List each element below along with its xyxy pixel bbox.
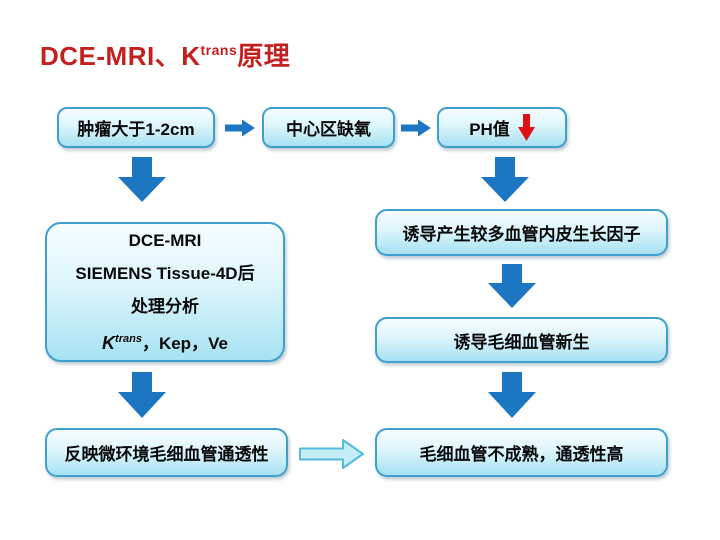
- box-ph-value-label: PH值: [469, 120, 510, 139]
- box-dce-mri-line1: DCE-MRI: [128, 231, 202, 250]
- box-immature-capillary-label: 毛细血管不成熟，通透性高: [419, 445, 624, 464]
- box-dce-mri-analysis: DCE-MRI SIEMENS Tissue-4D后 处理分析 Ktrans，K…: [45, 222, 285, 362]
- box-microenvironment-permeability: 反映微环境毛细血管通透性: [45, 428, 288, 477]
- arrow-down-icon: [486, 264, 538, 308]
- box-capillary-neogenesis: 诱导毛细血管新生: [375, 317, 668, 363]
- arrow-right-icon: [401, 118, 431, 138]
- box-microenvironment-permeability-label: 反映微环境毛细血管通透性: [64, 445, 269, 464]
- kep-ve-text: ，Kep，Ve: [141, 334, 228, 353]
- box-tumor-size: 肿瘤大于1-2cm: [57, 107, 215, 148]
- ktrans-k: K: [102, 333, 116, 353]
- box-dce-mri-line2: SIEMENS Tissue-4D后: [75, 264, 255, 283]
- box-ph-value: PH值: [437, 107, 567, 148]
- page-title: DCE-MRI、Ktrans原理: [40, 36, 290, 73]
- title-suffix: 原理: [237, 41, 291, 71]
- arrow-down-icon: [116, 157, 168, 202]
- box-dce-mri-line3: 处理分析: [131, 297, 199, 316]
- box-central-hypoxia: 中心区缺氧: [262, 107, 395, 148]
- arrow-right-icon: [225, 118, 255, 138]
- box-capillary-neogenesis-label: 诱导毛细血管新生: [453, 332, 590, 352]
- ktrans-sup: trans: [115, 333, 142, 345]
- box-immature-capillary: 毛细血管不成熟，通透性高: [375, 428, 668, 477]
- outline-arrow-right-icon: [299, 438, 365, 470]
- box-tumor-size-label: 肿瘤大于1-2cm: [77, 120, 195, 139]
- title-prefix: DCE-MRI、K: [40, 41, 201, 71]
- title-superscript: trans: [200, 42, 238, 58]
- arrow-down-icon: [479, 157, 531, 202]
- arrow-down-icon: [116, 372, 168, 418]
- box-vegf-induction: 诱导产生较多血管内皮生长因子: [375, 209, 668, 256]
- box-dce-mri-line4: Ktrans，Kep，Ve: [102, 323, 228, 360]
- ph-down-arrow-icon: [517, 114, 535, 141]
- arrow-down-icon: [486, 372, 538, 418]
- box-vegf-induction-label: 诱导产生较多血管内皮生长因子: [402, 225, 641, 244]
- box-central-hypoxia-label: 中心区缺氧: [286, 120, 371, 139]
